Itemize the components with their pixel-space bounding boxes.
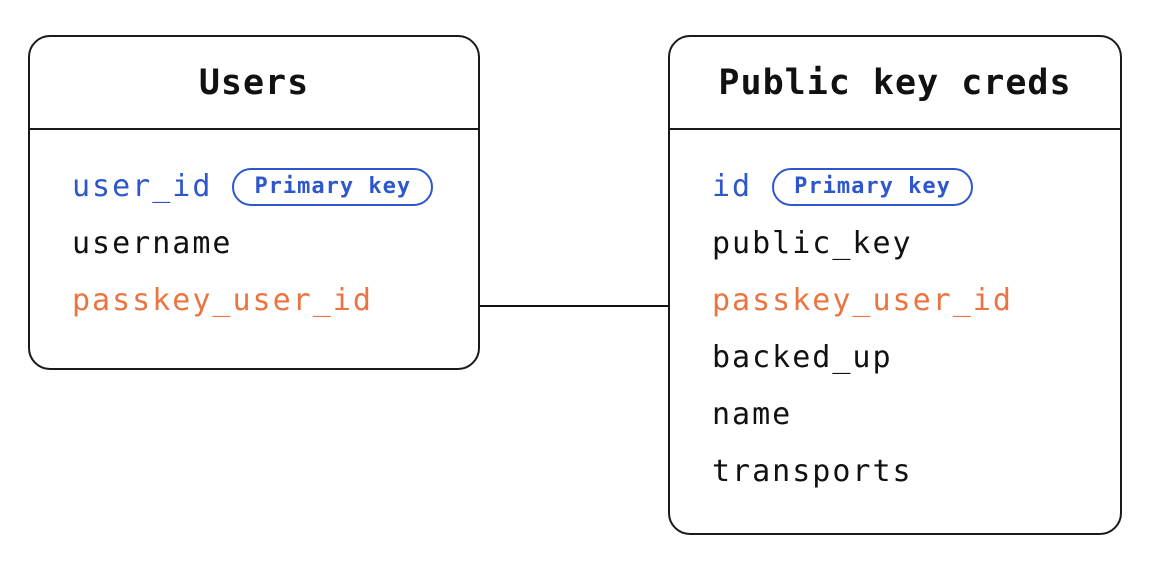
primary-key-badge: Primary key [772, 167, 973, 206]
field-name-backed-up: backed_up [712, 340, 893, 375]
field-name-username: username [72, 226, 233, 261]
table-public-key-creds: Public key creds id Primary key public_k… [668, 35, 1122, 535]
table-users-title: Users [30, 37, 478, 130]
field-row-username: username [72, 215, 478, 272]
field-row-name: name [712, 386, 1120, 443]
field-row-passkey-user-id: passkey_user_id [72, 272, 478, 329]
field-row-passkey-user-id: passkey_user_id [712, 272, 1120, 329]
table-public-key-creds-title: Public key creds [670, 37, 1120, 130]
field-name-name: name [712, 397, 793, 432]
field-name-user-id: user_id [72, 169, 213, 204]
primary-key-badge: Primary key [232, 167, 434, 206]
field-name-public-key: public_key [712, 226, 913, 261]
table-users-fields: user_id Primary key username passkey_use… [30, 130, 478, 329]
field-row-transports: transports [712, 443, 1120, 500]
field-row-backed-up: backed_up [712, 329, 1120, 386]
field-name-id: id [712, 169, 753, 204]
field-name-passkey-user-id: passkey_user_id [72, 283, 373, 318]
table-users: Users user_id Primary key username passk… [28, 35, 480, 370]
field-row-user-id: user_id Primary key [72, 158, 478, 215]
table-public-key-creds-fields: id Primary key public_key passkey_user_i… [670, 130, 1120, 500]
field-name-transports: transports [712, 454, 913, 489]
field-name-passkey-user-id: passkey_user_id [712, 283, 1013, 318]
field-row-id: id Primary key [712, 158, 1120, 215]
field-row-public-key: public_key [712, 215, 1120, 272]
relationship-line [480, 305, 668, 307]
